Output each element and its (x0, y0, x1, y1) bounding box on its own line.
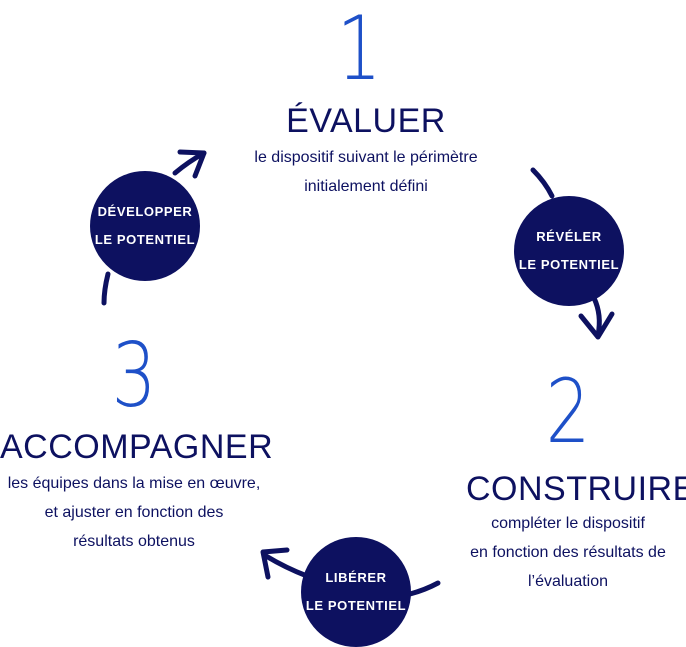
step-title-accompagner: ACCOMPAGNER (0, 428, 274, 466)
step-title-construire: CONSTRUIRE (466, 470, 686, 508)
circle-reveler-potentiel: RÉVÉLER LE POTENTIEL (514, 196, 624, 306)
desc-line: les équipes dans la mise en œuvre, (7, 475, 261, 492)
desc-line: résultats obtenus (73, 533, 195, 550)
desc-line: l’évaluation (527, 573, 609, 590)
step-number-2: 2 (545, 360, 591, 463)
desc-line: en fonction des résultats de (470, 544, 666, 561)
desc-line: le dispositif suivant le périmètre (254, 149, 478, 166)
circle-line: LE POTENTIEL (518, 257, 620, 272)
desc-line: et ajuster en fonction des (44, 504, 224, 521)
step-number-1: 1 (336, 0, 382, 100)
circle-liberer-potentiel: LIBÉRER LE POTENTIEL (301, 537, 411, 647)
step-number-3: 3 (111, 324, 157, 427)
arrow-revealer-head (578, 311, 615, 340)
step-desc-accompagner: les équipes dans la mise en œuvre, et aj… (0, 469, 268, 556)
circle-line: RÉVÉLER (536, 229, 602, 244)
arrow-revealer-in (530, 167, 555, 199)
circle-line: LE POTENTIEL (94, 232, 196, 247)
arrow-developper-head (177, 149, 207, 179)
circle-line: LE POTENTIEL (305, 598, 407, 613)
circle-line: LIBÉRER (325, 570, 387, 585)
desc-line: initialement défini (304, 178, 428, 195)
arrow-liberer-in (407, 580, 441, 597)
circle-developper-potentiel: DÉVELOPPER LE POTENTIEL (90, 171, 200, 281)
arrow-developper-in (101, 271, 111, 306)
desc-line: compléter le dispositif (491, 515, 645, 532)
step-title-evaluer: ÉVALUER (286, 102, 446, 140)
step-desc-evaluer: le dispositif suivant le périmètre initi… (216, 143, 516, 201)
arrow-liberer-out (263, 553, 310, 579)
circle-line: DÉVELOPPER (97, 204, 193, 219)
arrow-liberer-head (260, 547, 290, 580)
step-desc-construire: compléter le dispositif en fonction des … (450, 509, 686, 596)
